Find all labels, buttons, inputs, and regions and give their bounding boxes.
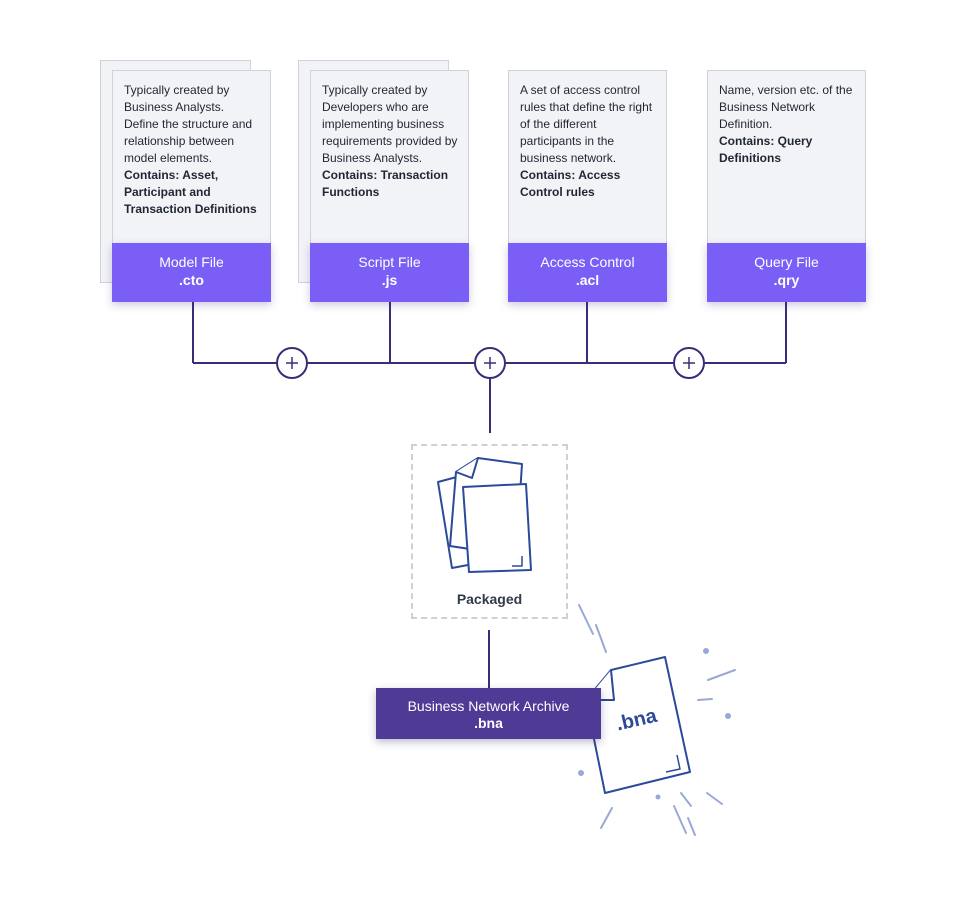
business-network-archive-box: Business Network Archive .bna	[376, 688, 601, 739]
query-file-label-box: Query File .qry	[707, 243, 866, 302]
script-file-description: Typically created by Developers who are …	[322, 83, 458, 165]
packaged-box: Packaged	[411, 444, 568, 619]
model-file-label-box: Model File .cto	[112, 243, 271, 302]
script-file-contains: Contains: Transaction Functions	[322, 168, 449, 199]
access-control-card: A set of access control rules that defin…	[508, 70, 667, 270]
plus-circle-icon	[474, 347, 506, 379]
model-file-contains: Contains: Asset, Participant and Transac…	[124, 168, 257, 216]
query-file-extension: .qry	[773, 272, 800, 288]
documents-stack-icon	[437, 457, 532, 573]
model-file-card: Typically created by Business Analysts. …	[112, 70, 271, 270]
plus-circle-icon	[673, 347, 705, 379]
archive-extension: .bna	[474, 715, 503, 731]
model-file-label: Model File	[159, 254, 224, 270]
query-file-description: Name, version etc. of the Business Netwo…	[719, 83, 853, 131]
query-file-label: Query File	[754, 254, 819, 270]
access-control-label-box: Access Control .acl	[508, 243, 667, 302]
script-file-extension: .js	[381, 272, 398, 288]
packaged-label: Packaged	[456, 591, 523, 607]
access-control-label: Access Control	[540, 254, 635, 270]
query-file-contains: Contains: Query Definitions	[719, 134, 813, 165]
script-file-label: Script File	[358, 254, 421, 270]
script-file-card: Typically created by Developers who are …	[310, 70, 469, 270]
access-control-extension: .acl	[575, 272, 600, 288]
model-file-extension: .cto	[179, 272, 204, 288]
sparkle-decoration	[578, 604, 736, 836]
model-file-description: Typically created by Business Analysts. …	[124, 83, 253, 165]
query-file-card: Name, version etc. of the Business Netwo…	[707, 70, 866, 270]
script-file-label-box: Script File .js	[310, 243, 469, 302]
plus-circle-icon	[276, 347, 308, 379]
archive-label: Business Network Archive	[407, 698, 570, 714]
access-control-contains: Contains: Access Control rules	[520, 168, 621, 199]
access-control-description: A set of access control rules that defin…	[520, 83, 653, 165]
